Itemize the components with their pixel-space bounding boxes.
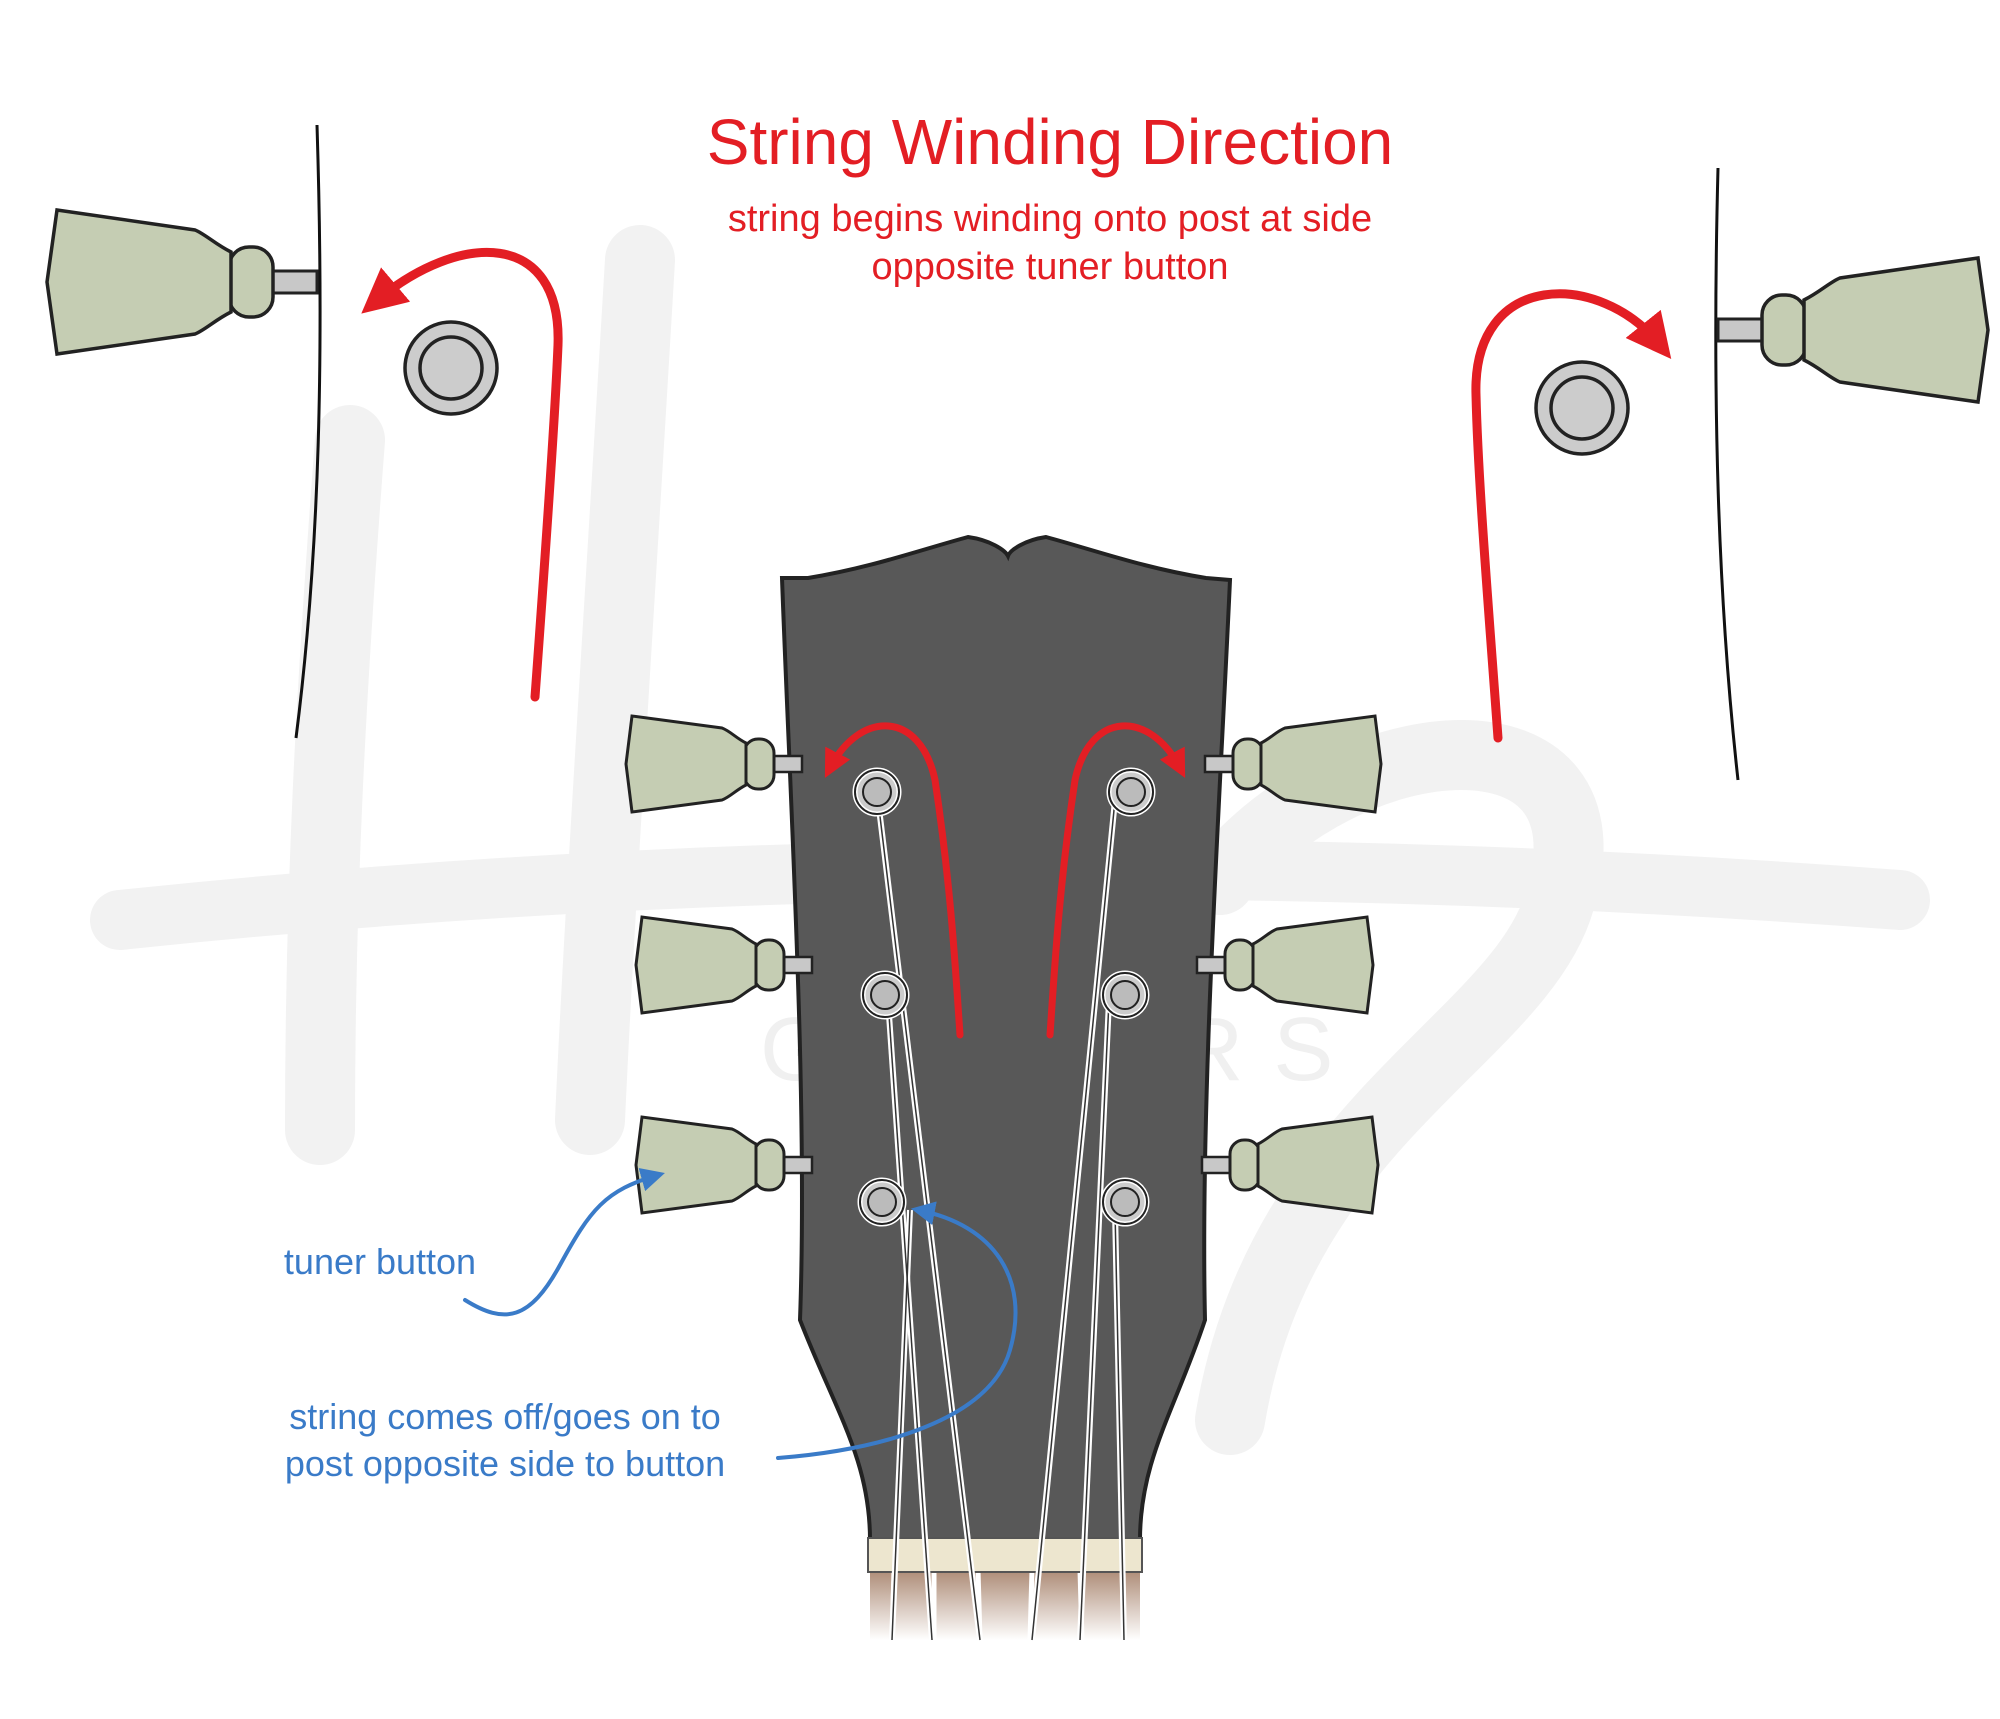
- tuner-button-label: tuner button: [283, 1241, 477, 1282]
- string-side-label: post opposite side to button: [284, 1443, 726, 1484]
- curved-arrow-icon: [1046, 722, 1186, 1039]
- headstock-edge-line: [1714, 167, 1740, 781]
- tuner-button-icon: [1203, 714, 1383, 814]
- tuner-button-icon: [634, 1115, 814, 1215]
- pointer-arrow-icon: [776, 1201, 1018, 1460]
- tuner-button-icon: [1200, 1115, 1380, 1215]
- tuner-post-icon: [857, 1177, 907, 1227]
- string-side-label: string comes off/goes on to: [289, 1396, 721, 1437]
- tuner-button-icon: [634, 915, 814, 1015]
- nut: [867, 1537, 1143, 1573]
- tuner-button-icon: [1716, 256, 1990, 404]
- guitar-headstock: [624, 534, 1383, 1641]
- tuner-post-icon: [403, 320, 499, 416]
- tuner-button-icon: [1195, 915, 1375, 1015]
- page-title: String Winding Direction: [706, 106, 1394, 178]
- curved-arrow-icon: [1471, 289, 1672, 743]
- tuner-button-icon: [45, 208, 319, 356]
- tuner-post-icon: [860, 970, 910, 1020]
- tuner-post-icon: [1100, 1177, 1150, 1227]
- subtitle-line: string begins winding onto post at side: [727, 198, 1373, 240]
- tuner-post-icon: [1100, 970, 1150, 1020]
- curved-arrow-icon: [824, 722, 964, 1039]
- subtitle-line: opposite tuner button: [871, 246, 1229, 288]
- curved-arrow-icon: [361, 248, 563, 702]
- pointer-arrow-icon: [463, 1168, 665, 1317]
- tuner-post-icon: [852, 767, 902, 817]
- headstock-body: [779, 534, 1233, 1542]
- tuner-button-icon: [624, 714, 804, 814]
- tuner-post-icon: [1106, 767, 1156, 817]
- detail-right: [1471, 167, 1990, 781]
- detail-left: [45, 124, 563, 739]
- headstock-edge-line: [294, 124, 322, 739]
- tuner-post-icon: [1534, 360, 1630, 456]
